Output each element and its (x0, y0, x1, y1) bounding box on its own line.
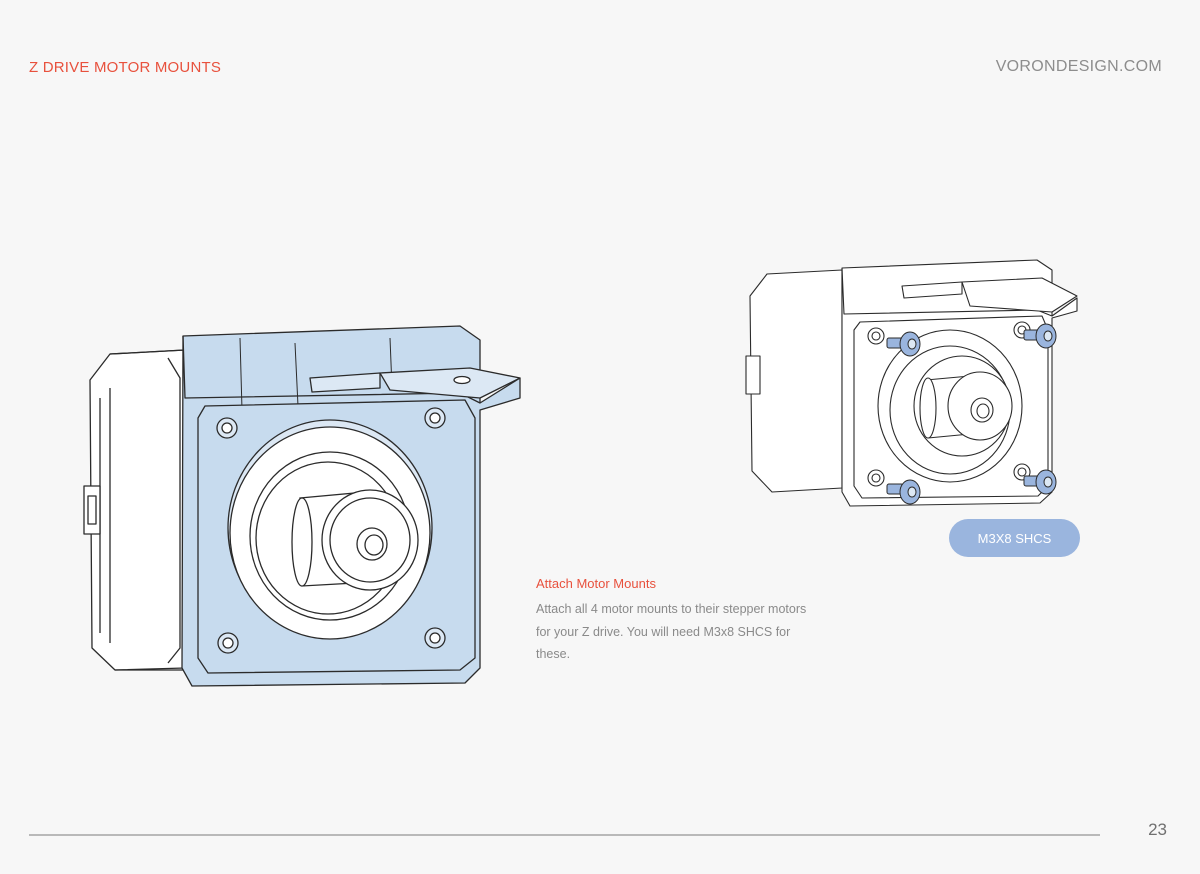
screw-icon (886, 479, 921, 505)
motor-mount-illustration (83, 325, 521, 687)
hardware-badge: M3X8 SHCS (949, 519, 1080, 557)
section-title: Z DRIVE MOTOR MOUNTS (29, 59, 222, 76)
step-title: Attach Motor Mounts (536, 576, 656, 591)
page-number: 23 (1148, 820, 1167, 839)
step-description: Attach all 4 motor mounts to their stepp… (536, 602, 807, 661)
screw-icon (1023, 323, 1057, 349)
screw-icon (1023, 469, 1057, 495)
screw-icon (886, 331, 921, 357)
site-url: VORONDESIGN.COM (995, 58, 1162, 75)
footer-divider (29, 834, 1100, 836)
motor-mount-screws-illustration (745, 259, 1078, 507)
